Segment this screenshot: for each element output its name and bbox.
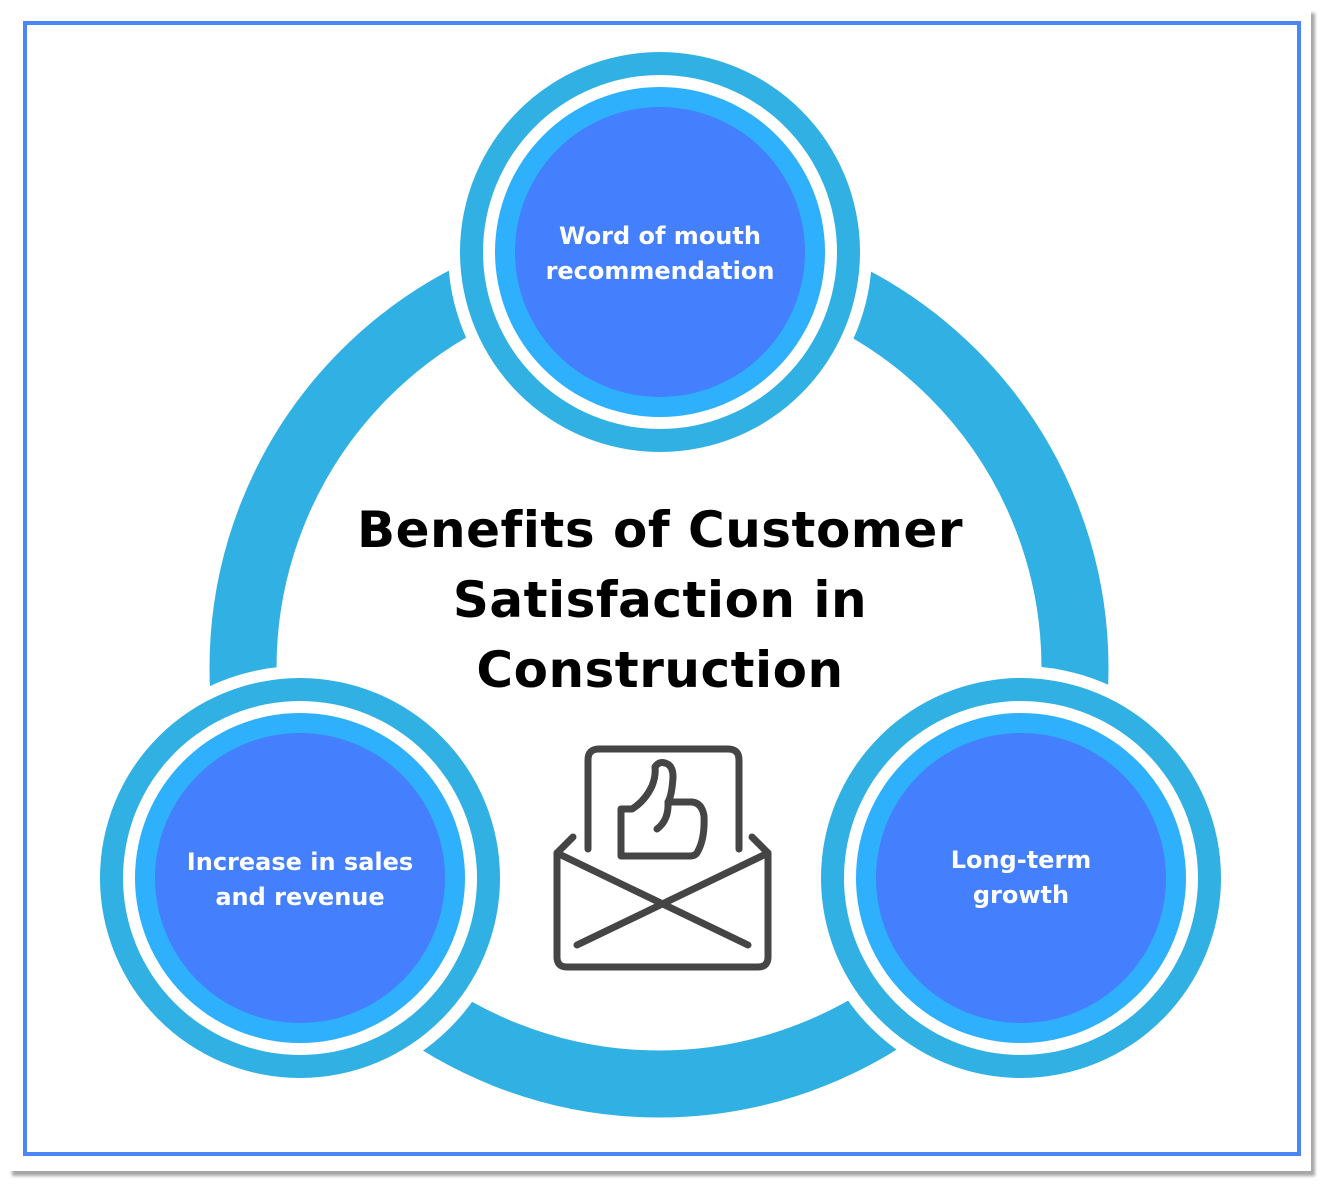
node-bottom-left-label: Increase in sales and revenue (155, 845, 445, 915)
node-top (448, 40, 872, 464)
node-top-label-line-2: recommendation (545, 257, 775, 285)
node-bottom-right (809, 666, 1233, 1090)
title-line-3: Construction (476, 641, 844, 699)
infographic-frame (23, 21, 1301, 1156)
node-bottom-left-label-line-1: Increase in sales (186, 848, 414, 876)
node-top-label-line-1: Word of mouth (559, 222, 761, 250)
title-line-2: Satisfaction in (452, 571, 868, 629)
node-bottom-left-label-line-2: and revenue (215, 883, 385, 911)
node-bottom-right-label-line-1: Long-term (950, 846, 1092, 874)
title-line-1: Benefits of Customer (357, 501, 963, 559)
diagram-title: Benefits of Customer Satisfaction in Con… (310, 495, 1010, 705)
node-top-label: Word of mouth recommendation (515, 219, 805, 289)
node-bottom-right-label: Long-term growth (876, 843, 1166, 913)
envelope-thumbs-up-icon (553, 745, 772, 971)
node-bottom-left (88, 666, 512, 1090)
node-bottom-right-label-line-2: growth (972, 881, 1070, 909)
